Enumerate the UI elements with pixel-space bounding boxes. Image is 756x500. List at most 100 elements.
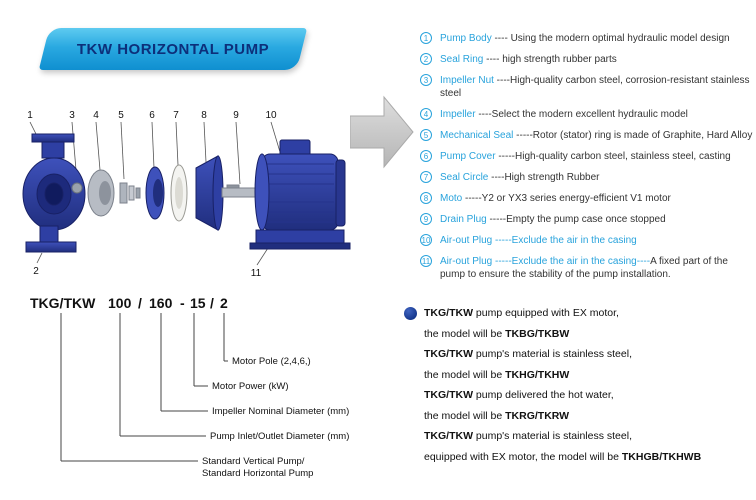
part-name: Mechanical Seal: [440, 130, 514, 141]
part-number-badge: 9: [420, 213, 432, 225]
part-item-6: 6 Pump Cover -----High-quality carbon ste…: [420, 150, 754, 163]
note-model-code: TKBG/TKBW: [505, 327, 570, 340]
part-item-9: 9 Drain Plug -----Empty the pump case onc…: [420, 213, 754, 226]
part-number-labels: 1 3 4 5 6 7 8 9 10 2 11: [27, 110, 277, 279]
part-name: Impeller: [440, 109, 476, 120]
model-key-label-motor-power: Motor Power (kW): [212, 381, 289, 392]
part-desc: A fixed part of the pump to ensure the s…: [440, 256, 728, 280]
note-item: TKG/TKW pump's material is stainless ste…: [424, 344, 754, 385]
arrow-right-icon: [349, 92, 414, 172]
note-model-prefix: TKG/TKW: [424, 389, 473, 401]
part-label-3: 3: [69, 110, 75, 121]
note-text: equipped with EX motor, the model will b…: [424, 450, 622, 463]
model-code-segment: 100: [108, 295, 132, 311]
part-label-7: 7: [173, 110, 179, 121]
impeller: [87, 169, 115, 217]
model-code-segment: 15: [190, 295, 206, 311]
model-code-segment: 2: [220, 295, 228, 311]
part-number-badge: 11: [420, 255, 432, 267]
pump-diagram-svg: 1 3 4 5 6 7 8 9 10 2 11: [22, 110, 351, 279]
leader-lines: [29, 121, 281, 266]
part-item-3: 3 Impeller Nut ----High-quality carbon st…: [420, 74, 754, 100]
part-desc: ----High-quality carbon steel, corrosion…: [440, 75, 750, 99]
model-code-key: TKG/TKW 100 / 160 - 15 / 2 Motor Pole (2…: [22, 290, 412, 495]
part-number-badge: 7: [420, 171, 432, 183]
part-label-9: 9: [233, 110, 239, 121]
note-item: TKG/TKW pump delivered the hot water, th…: [424, 385, 754, 426]
note-text: pump's material is stainless steel,: [473, 430, 632, 442]
note-text: the model will be: [424, 327, 506, 340]
note-model-code: TKHG/TKHW: [505, 368, 570, 381]
model-key-label-motor-pole: Motor Pole (2,4,6,): [232, 356, 311, 367]
model-notes: TKG/TKW pump equipped with EX motor, the…: [404, 303, 754, 467]
part-item-7: 7 Seal Circle ----High strength Rubber: [420, 171, 754, 184]
part-number-badge: 8: [420, 192, 432, 204]
mechanical-seal: [119, 182, 141, 204]
impeller-nut: [71, 182, 83, 194]
model-code-segment: /: [210, 295, 214, 311]
part-desc: -----Empty the pump case once stopped: [486, 214, 666, 225]
part-name: Seal Ring: [440, 54, 484, 65]
part-name: Drain Plug: [440, 214, 487, 225]
bullet-icon: [404, 307, 417, 320]
note-model-code: TKRG/TKRW: [505, 409, 570, 422]
part-desc: ---- Using the modern optimal hydraulic …: [491, 33, 730, 44]
part-item-5: 5 Mechanical Seal -----Rotor (stator) rin…: [420, 129, 754, 142]
model-code-segment: /: [138, 295, 142, 311]
part-name: Air-out Plug -----Exclude the air in the…: [440, 235, 637, 246]
motor: [254, 139, 346, 231]
part-desc: ----Select the modern excellent hydrauli…: [475, 109, 688, 120]
note-text: the model will be: [424, 409, 506, 422]
part-label-4: 4: [93, 110, 99, 121]
model-code-segment: -: [180, 295, 185, 311]
part-desc: ----High strength Rubber: [488, 172, 600, 183]
part-desc: -----High-quality carbon steel, stainles…: [495, 151, 731, 162]
part-label-10: 10: [265, 110, 277, 121]
part-name: Seal Circle: [440, 172, 489, 183]
part-name: Air-out Plug -----Exclude the air in the…: [440, 256, 651, 267]
part-label-11: 11: [251, 268, 262, 279]
part-label-1: 1: [27, 110, 33, 121]
part-number-badge: 6: [420, 150, 432, 162]
part-item-4: 4 Impeller ----Select the modern excellen…: [420, 108, 754, 121]
part-number-badge: 3: [420, 74, 432, 86]
part-name: Moto: [440, 193, 463, 204]
note-text: pump equipped with EX motor,: [473, 307, 619, 319]
motor-bracket: [195, 155, 224, 231]
note-text: pump delivered the hot water,: [473, 389, 614, 401]
pump-cover: [145, 166, 165, 220]
page-title: TKW HORIZONTAL PUMP: [76, 40, 270, 58]
part-number-badge: 10: [420, 234, 432, 246]
note-item: TKG/TKW pump's material is stainless ste…: [424, 426, 754, 467]
part-number-badge: 5: [420, 129, 432, 141]
part-name: Impeller Nut: [440, 75, 494, 86]
model-code-segment: 160: [149, 295, 173, 311]
part-label-8: 8: [201, 110, 207, 121]
part-item-10: 10 Air-out Plug -----Exclude the air in t…: [420, 234, 754, 247]
part-name: Pump Cover: [440, 151, 496, 162]
note-model-prefix: TKG/TKW: [424, 348, 473, 360]
model-key-label-standard-2: Standard Horizontal Pump: [202, 468, 313, 479]
part-label-6: 6: [149, 110, 155, 121]
note-model-prefix: TKG/TKW: [424, 430, 473, 442]
part-item-11: 11 Air-out Plug -----Exclude the air in t…: [420, 255, 754, 281]
part-label-2: 2: [33, 266, 39, 277]
note-model-prefix: TKG/TKW: [424, 307, 473, 319]
note-item: TKG/TKW pump equipped with EX motor, the…: [424, 303, 754, 344]
motor-base: [249, 229, 351, 250]
model-key-lines: [60, 313, 228, 462]
part-number-badge: 2: [420, 53, 432, 65]
model-code: TKG/TKW 100 / 160 - 15 / 2: [30, 295, 228, 311]
part-desc: -----Rotor (stator) ring is made of Grap…: [513, 130, 753, 141]
part-number-badge: 4: [420, 108, 432, 120]
model-key-label-standard-1: Standard Vertical Pump/: [202, 456, 305, 467]
note-text: pump's material is stainless steel,: [473, 348, 632, 360]
part-label-5: 5: [118, 110, 124, 121]
part-name: Pump Body: [440, 33, 492, 44]
note-text: the model will be: [424, 368, 506, 381]
model-key-label-impeller-dia: Impeller Nominal Diameter (mm): [212, 406, 349, 417]
